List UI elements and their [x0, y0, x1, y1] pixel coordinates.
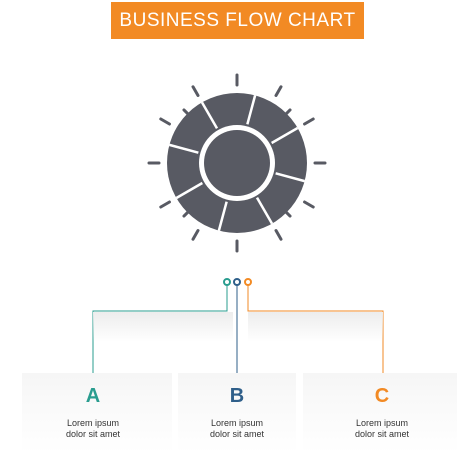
chart-title: BUSINESS FLOW CHART	[119, 9, 356, 31]
connector-line-a	[92, 285, 228, 373]
step-letter-a: A	[85, 385, 101, 407]
step-card-a	[22, 373, 172, 453]
connector-dot-b	[233, 278, 241, 286]
step-text-b-line1: Lorem ipsum	[210, 418, 264, 428]
step-text-a: Lorem ipsum dolor sit amet	[38, 418, 148, 440]
lifebuoy-sun-icon	[147, 73, 327, 253]
step-text-b-line2: dolor sit amet	[209, 429, 265, 439]
connector-dot-a	[223, 278, 231, 286]
step-text-a-line2: dolor sit amet	[65, 429, 121, 439]
inner-circle	[204, 130, 270, 196]
connector-shadow-a	[93, 312, 233, 342]
step-text-c: Lorem ipsum dolor sit amet	[327, 418, 437, 440]
step-text-a-line1: Lorem ipsum	[66, 418, 120, 428]
sun-rays	[147, 73, 327, 253]
connector-shadow-c	[248, 312, 383, 342]
step-letter-c: C	[374, 385, 390, 407]
title-banner: BUSINESS FLOW CHART	[111, 2, 364, 39]
step-text-c-line1: Lorem ipsum	[355, 418, 409, 428]
step-letter-b: B	[229, 385, 245, 407]
step-card-b	[178, 373, 296, 453]
step-text-b: Lorem ipsum dolor sit amet	[182, 418, 292, 440]
connector-dot-c	[244, 278, 252, 286]
step-card-c	[303, 373, 457, 453]
step-text-c-line2: dolor sit amet	[354, 429, 410, 439]
connector-line-c	[247, 285, 384, 373]
